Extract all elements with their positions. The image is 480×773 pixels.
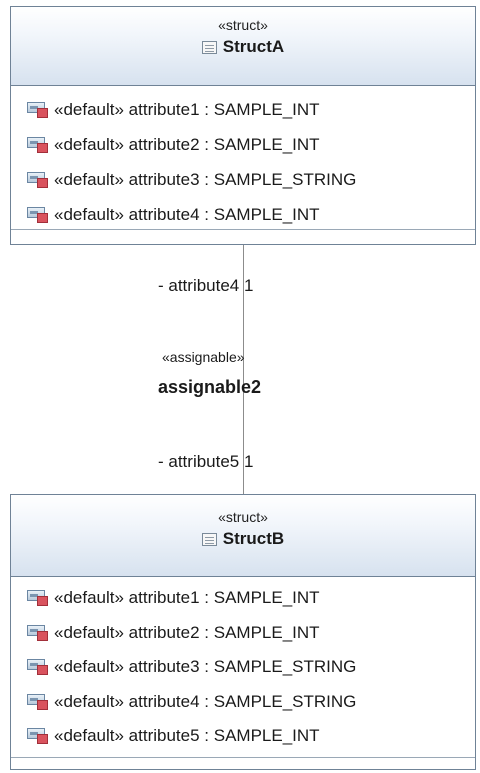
struct-b-attribute-1[interactable]: «default» attribute1 : SAMPLE_INT	[11, 581, 475, 616]
private-attribute-icon	[27, 727, 49, 745]
attribute-label: «default» attribute5 : SAMPLE_INT	[54, 726, 320, 746]
private-attribute-icon	[27, 101, 49, 119]
association-line[interactable]	[243, 245, 244, 494]
attribute-label: «default» attribute1 : SAMPLE_INT	[54, 588, 320, 608]
struct-a-attribute-2[interactable]: «default» attribute2 : SAMPLE_INT	[11, 127, 475, 162]
struct-b-attribute-2[interactable]: «default» attribute2 : SAMPLE_INT	[11, 616, 475, 651]
struct-a-stereotype: «struct»	[218, 17, 268, 33]
struct-a-attribute-3[interactable]: «default» attribute3 : SAMPLE_STRING	[11, 162, 475, 197]
struct-b-title-row: StructB	[11, 529, 475, 549]
struct-class-icon	[201, 532, 217, 546]
struct-b-attribute-3[interactable]: «default» attribute3 : SAMPLE_STRING	[11, 650, 475, 685]
private-attribute-icon	[27, 589, 49, 607]
struct-b-attribute-4[interactable]: «default» attribute4 : SAMPLE_STRING	[11, 685, 475, 720]
private-attribute-icon	[27, 693, 49, 711]
struct-b-header: «struct» StructB	[11, 495, 475, 577]
attribute-label: «default» attribute4 : SAMPLE_INT	[54, 204, 320, 224]
attribute-label: «default» attribute3 : SAMPLE_STRING	[54, 657, 357, 677]
struct-b-name: StructB	[222, 529, 285, 548]
struct-class-icon	[201, 40, 217, 54]
struct-a-attributes: «default» attribute1 : SAMPLE_INT «defau…	[11, 86, 475, 230]
attribute-label: «default» attribute1 : SAMPLE_INT	[54, 99, 320, 119]
attribute-label: «default» attribute4 : SAMPLE_STRING	[54, 691, 357, 711]
private-attribute-icon	[27, 658, 49, 676]
struct-b-attribute-5[interactable]: «default» attribute5 : SAMPLE_INT	[11, 719, 475, 754]
struct-a-title-row: StructA	[11, 37, 475, 57]
association-stereotype: «assignable»	[162, 349, 245, 365]
private-attribute-icon	[27, 136, 49, 154]
association-role-b: - attribute5 1	[158, 452, 254, 471]
struct-a-header: «struct» StructA	[11, 7, 475, 86]
association-role-a: - attribute4 1	[158, 276, 254, 295]
private-attribute-icon	[27, 206, 49, 224]
attribute-label: «default» attribute3 : SAMPLE_STRING	[54, 169, 357, 189]
struct-b-stereotype: «struct»	[218, 509, 268, 525]
association-name: assignable2	[158, 377, 262, 397]
attribute-label: «default» attribute2 : SAMPLE_INT	[54, 622, 320, 642]
struct-b-class[interactable]: «struct» StructB «default» attribute1 : …	[10, 494, 476, 770]
private-attribute-icon	[27, 171, 49, 189]
struct-b-attributes: «default» attribute1 : SAMPLE_INT «defau…	[11, 577, 475, 758]
attribute-label: «default» attribute2 : SAMPLE_INT	[54, 134, 320, 154]
struct-a-class[interactable]: «struct» StructA «default» attribute1 : …	[10, 6, 476, 245]
struct-a-name: StructA	[222, 37, 285, 56]
private-attribute-icon	[27, 624, 49, 642]
struct-a-attribute-4[interactable]: «default» attribute4 : SAMPLE_INT	[11, 197, 475, 232]
struct-a-attribute-1[interactable]: «default» attribute1 : SAMPLE_INT	[11, 92, 475, 127]
